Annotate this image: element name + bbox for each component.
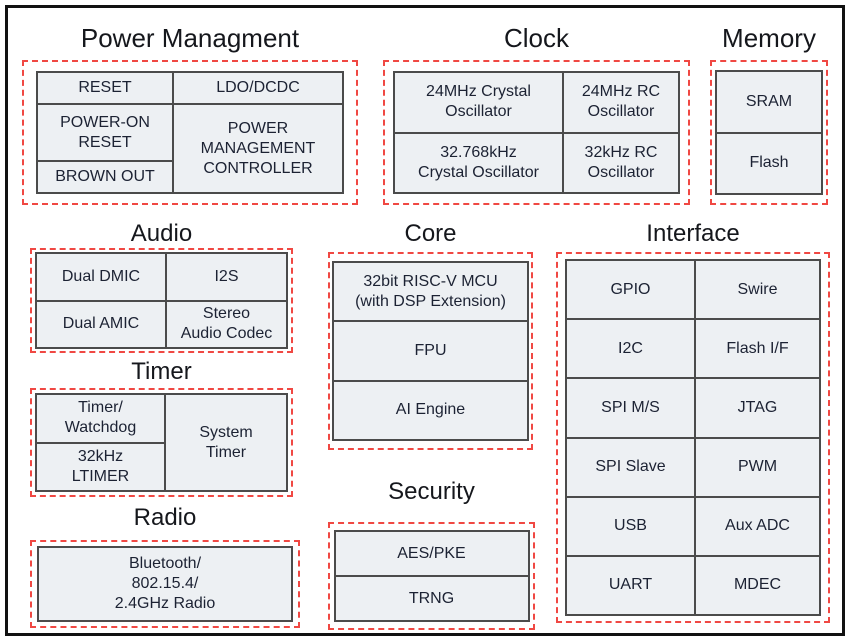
memory-block-table: SRAM Flash xyxy=(715,70,823,195)
section-title-memory: Memory xyxy=(722,23,816,53)
clock-block-table: 24MHz Crystal Oscillator 24MHz RC Oscill… xyxy=(393,71,680,194)
block-sram: SRAM xyxy=(717,72,821,132)
radio-dashed-outline: Bluetooth/ 802.15.4/ 2.4GHz Radio xyxy=(30,540,300,628)
block-mdec: MDEC xyxy=(696,556,819,614)
block-usb: USB xyxy=(567,497,694,555)
section-radio: Radio Bluetooth/ 802.15.4/ 2.4GHz Radio xyxy=(30,504,300,628)
radio-block-table: Bluetooth/ 802.15.4/ 2.4GHz Radio xyxy=(37,546,293,622)
block-riscv-mcu: 32bit RISC-V MCU (with DSP Extension) xyxy=(334,263,527,321)
block-spi-slave: SPI Slave xyxy=(567,438,694,496)
section-clock: Clock 24MHz Crystal Oscillator 24MHz RC … xyxy=(383,20,690,205)
section-title-core: Core xyxy=(404,220,457,247)
section-interface: Interface GPIO Swire I2C Flash I/F SPI M… xyxy=(556,220,830,623)
block-uart: UART xyxy=(567,556,694,614)
block-swire: Swire xyxy=(696,261,819,319)
section-title-interface: Interface xyxy=(646,220,740,247)
block-24mhz-crystal-oscillator: 24MHz Crystal Oscillator xyxy=(395,73,562,132)
section-title-radio: Radio xyxy=(133,504,197,531)
block-flash: Flash xyxy=(717,133,821,193)
block-32khz-rc-oscillator: 32kHz RC Oscillator xyxy=(564,133,678,192)
block-bluetooth-radio: Bluetooth/ 802.15.4/ 2.4GHz Radio xyxy=(39,548,291,620)
diagram-outer-frame xyxy=(5,5,845,636)
section-title-security: Security xyxy=(388,478,475,505)
security-dashed-outline: AES/PKE TRNG xyxy=(328,522,535,630)
section-memory: Memory SRAM Flash xyxy=(710,20,828,205)
block-flash-if: Flash I/F xyxy=(696,320,819,378)
timer-block-table: Timer/ Watchdog System Timer 32kHz LTIME… xyxy=(35,393,288,492)
section-title-power: Power Managment xyxy=(80,23,300,53)
block-brown-out: BROWN OUT xyxy=(38,162,172,192)
section-audio: Audio Dual DMIC I2S Dual AMIC Stereo Aud… xyxy=(30,220,293,353)
block-stereo-audio-codec: Stereo Audio Codec xyxy=(167,301,286,347)
block-aux-adc: Aux ADC xyxy=(696,497,819,555)
block-timer-watchdog: Timer/ Watchdog xyxy=(37,395,164,442)
memory-dashed-outline: SRAM Flash xyxy=(710,60,828,205)
timer-dashed-outline: Timer/ Watchdog System Timer 32kHz LTIME… xyxy=(30,388,293,497)
interface-block-table: GPIO Swire I2C Flash I/F SPI M/S JTAG SP… xyxy=(565,259,821,616)
block-power-management-controller: POWER MANAGEMENT CONTROLLER xyxy=(174,105,342,192)
audio-block-table: Dual DMIC I2S Dual AMIC Stereo Audio Cod… xyxy=(35,252,288,349)
power-dashed-outline: RESET LDO/DCDC POWER-ON RESET POWER MANA… xyxy=(22,60,358,205)
block-spi-ms: SPI M/S xyxy=(567,379,694,437)
block-aes-pke: AES/PKE xyxy=(335,532,528,575)
section-title-timer: Timer xyxy=(131,358,192,385)
section-power-management: Power Managment RESET LDO/DCDC POWER-ON … xyxy=(22,20,358,205)
section-timer: Timer Timer/ Watchdog System Timer 32kHz… xyxy=(30,358,293,497)
block-24mhz-rc-oscillator: 24MHz RC Oscillator xyxy=(564,73,678,132)
block-dual-dmic: Dual DMIC xyxy=(37,254,165,300)
security-block-table: AES/PKE TRNG xyxy=(333,530,530,622)
block-trng: TRNG xyxy=(335,577,528,620)
block-reset: RESET xyxy=(38,73,172,103)
block-ai-engine: AI Engine xyxy=(334,381,527,439)
section-security: Security AES/PKE TRNG xyxy=(328,478,535,630)
block-ldo-dcdc: LDO/DCDC xyxy=(174,73,342,103)
power-block-table: RESET LDO/DCDC POWER-ON RESET POWER MANA… xyxy=(36,71,344,194)
core-dashed-outline: 32bit RISC-V MCU (with DSP Extension) FP… xyxy=(328,252,533,450)
section-core: Core 32bit RISC-V MCU (with DSP Extensio… xyxy=(328,220,533,450)
block-jtag: JTAG xyxy=(696,379,819,437)
block-dual-amic: Dual AMIC xyxy=(37,301,165,347)
block-32khz-ltimer: 32kHz LTIMER xyxy=(37,443,164,490)
block-i2s: I2S xyxy=(167,254,286,300)
clock-dashed-outline: 24MHz Crystal Oscillator 24MHz RC Oscill… xyxy=(383,60,690,205)
audio-dashed-outline: Dual DMIC I2S Dual AMIC Stereo Audio Cod… xyxy=(30,248,293,353)
block-i2c: I2C xyxy=(567,320,694,378)
core-block-table: 32bit RISC-V MCU (with DSP Extension) FP… xyxy=(332,261,529,441)
block-gpio: GPIO xyxy=(567,261,694,319)
interface-dashed-outline: GPIO Swire I2C Flash I/F SPI M/S JTAG SP… xyxy=(556,252,830,623)
block-power-on-reset: POWER-ON RESET xyxy=(38,105,172,160)
block-fpu: FPU xyxy=(334,322,527,380)
block-pwm: PWM xyxy=(696,438,819,496)
section-title-clock: Clock xyxy=(503,23,569,53)
block-32768khz-crystal-oscillator: 32.768kHz Crystal Oscillator xyxy=(395,133,562,192)
section-title-audio: Audio xyxy=(130,220,193,247)
block-system-timer: System Timer xyxy=(166,395,286,490)
